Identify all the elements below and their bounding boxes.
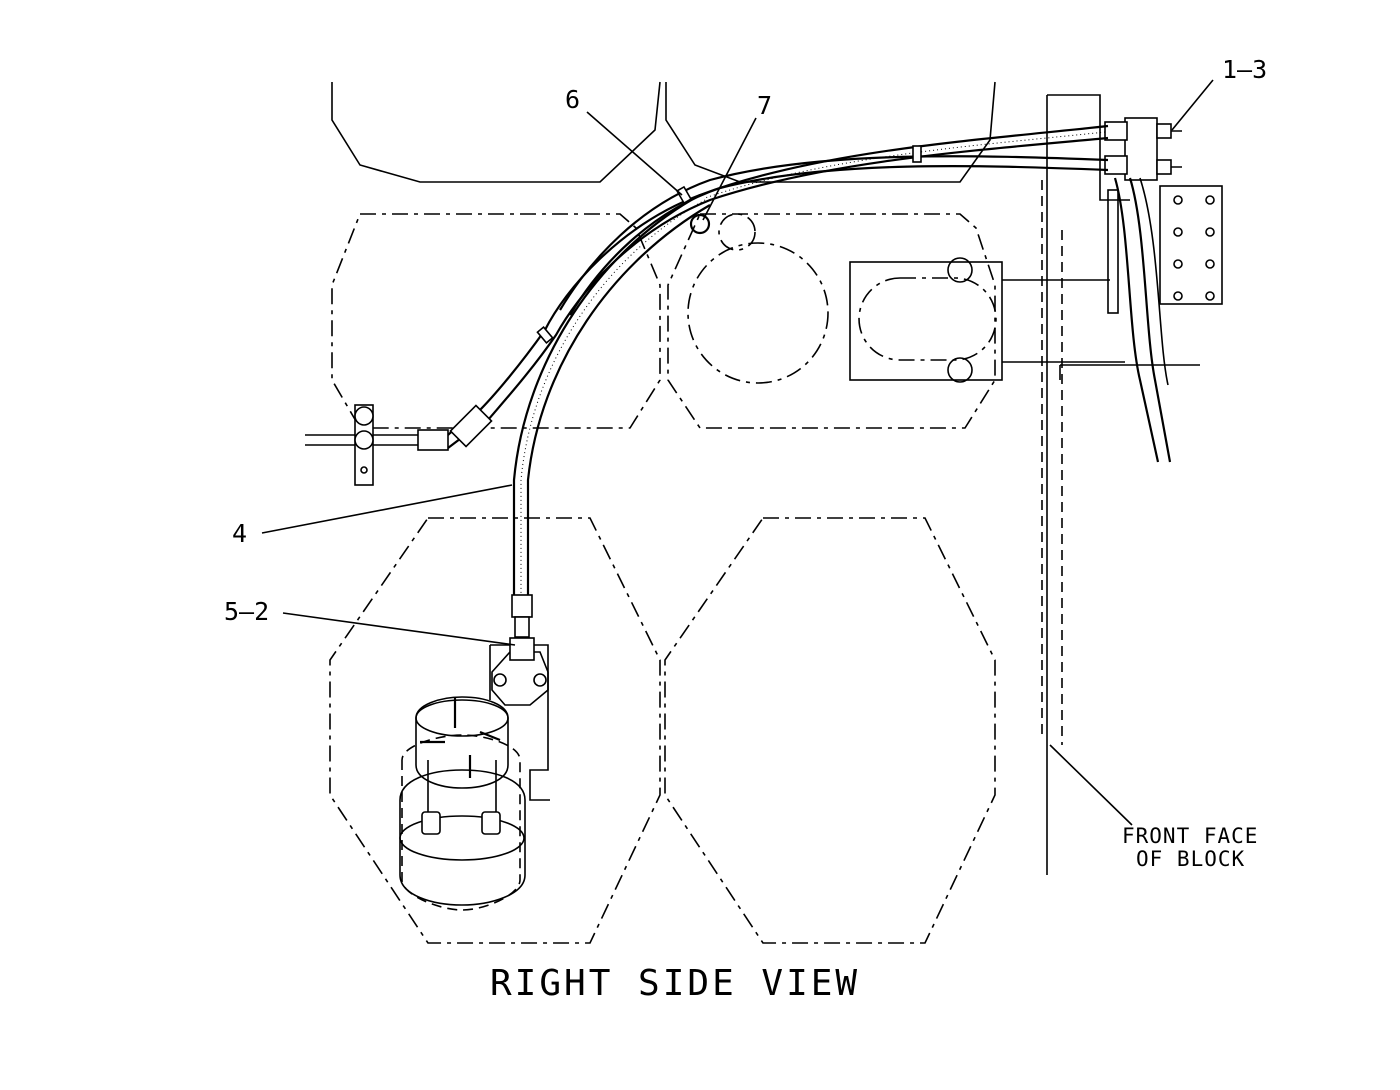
left-nut <box>417 429 449 451</box>
pump-bolt <box>493 673 507 687</box>
bracket-hole <box>1205 259 1215 269</box>
filter-assembly <box>399 637 550 911</box>
left-mount-bolt <box>354 406 374 426</box>
bracket-hole <box>1205 227 1215 237</box>
mounting-bracket <box>1104 117 1223 463</box>
top-left-head-outline <box>331 81 661 183</box>
tube-upper-outer <box>477 124 1109 413</box>
middle-right-head-outline <box>667 213 996 429</box>
fitting-block <box>1124 117 1158 181</box>
hose-fill <box>520 199 706 595</box>
fitting-nut-upper <box>1104 121 1128 141</box>
leader-6 <box>586 111 683 196</box>
leader-4 <box>261 484 513 534</box>
leader-5-2 <box>282 612 516 646</box>
front-face-label-line1: FRONT FACE <box>1122 824 1258 848</box>
filter-cap-ribs <box>420 697 501 778</box>
filter-lower-body <box>399 769 526 906</box>
hose-inner <box>526 204 711 595</box>
tube-upper-fill <box>704 131 1106 199</box>
pump-bolt <box>533 673 547 687</box>
filter-boss <box>421 811 441 835</box>
flange-bolt-bottom <box>947 357 973 383</box>
bracket-hole <box>1173 227 1183 237</box>
tube-clip <box>912 145 922 163</box>
bolt-head-upper <box>1156 123 1172 139</box>
left-fitting <box>305 404 493 486</box>
engine-block-outlines <box>329 81 1200 944</box>
view-title: RIGHT SIDE VIEW <box>490 963 860 1004</box>
block-top-corner <box>1047 94 1130 201</box>
leader-7 <box>702 117 757 221</box>
filter-cap <box>415 696 509 789</box>
leader-1-3 <box>1171 79 1214 131</box>
pump-body <box>489 644 550 801</box>
bracket-hole <box>1173 291 1183 301</box>
downpipe-left <box>1113 177 1160 463</box>
downpipe-outer <box>1139 177 1169 386</box>
flange-bolt-top <box>947 257 973 283</box>
hose-outer <box>512 194 701 595</box>
bracket-hole <box>1205 291 1215 301</box>
bracket-hole <box>1173 259 1183 269</box>
callout-5-2: 5–2 <box>224 597 269 626</box>
middle-left-head-outline <box>331 213 661 429</box>
bracket-hole <box>1205 195 1215 205</box>
left-elbow-sleeve <box>449 404 493 448</box>
exhaust-flange-box <box>849 261 1003 381</box>
main-hose <box>511 194 711 638</box>
bracket-spacer <box>1107 189 1119 314</box>
bolt-head-lower <box>1156 159 1172 175</box>
leader-lines <box>261 79 1214 826</box>
bottom-right-cylinder-outline <box>664 517 996 944</box>
block-right-side <box>1059 364 1200 380</box>
tube-clip <box>536 325 554 345</box>
tube-upper-inner <box>487 136 1109 421</box>
callout-1-3: 1–3 <box>1222 55 1267 84</box>
tube-lower-inner <box>569 165 1109 316</box>
bolt-tips <box>1171 130 1182 168</box>
filter-neck <box>427 760 497 820</box>
hose-end-fitting <box>511 594 533 618</box>
exhaust-flange-inner <box>858 277 997 361</box>
filter-band <box>399 815 525 861</box>
bracket-hole <box>1173 195 1183 205</box>
downpipe-right <box>1128 177 1172 463</box>
filter-cap-top <box>415 699 509 737</box>
callout-4: 4 <box>232 519 247 548</box>
tube-lower-outer <box>559 155 1109 311</box>
hose-end-nut <box>514 616 530 638</box>
front-face-label-line2: OF BLOCK <box>1136 847 1245 871</box>
leader-front-face <box>1049 744 1133 826</box>
upper-tube-runs <box>477 124 1109 421</box>
bracket-plate <box>1159 185 1223 305</box>
callout-7: 7 <box>757 91 772 120</box>
bottom-left-cylinder-outline <box>329 517 661 944</box>
pump-port-fitting <box>509 637 535 661</box>
turbo-housing-circle <box>687 242 829 384</box>
left-mount-hole <box>360 466 368 474</box>
callout-6: 6 <box>565 85 580 114</box>
fitting-nut-lower <box>1104 155 1128 175</box>
filter-base-outline <box>401 734 521 911</box>
left-mount-bolt <box>354 430 374 450</box>
turbo-housing-lobe <box>718 213 756 251</box>
turbo-housing <box>687 213 1125 384</box>
clamp-7 <box>689 213 711 235</box>
exhaust-pipe-connection <box>1002 279 1125 363</box>
filter-boss <box>481 811 501 835</box>
